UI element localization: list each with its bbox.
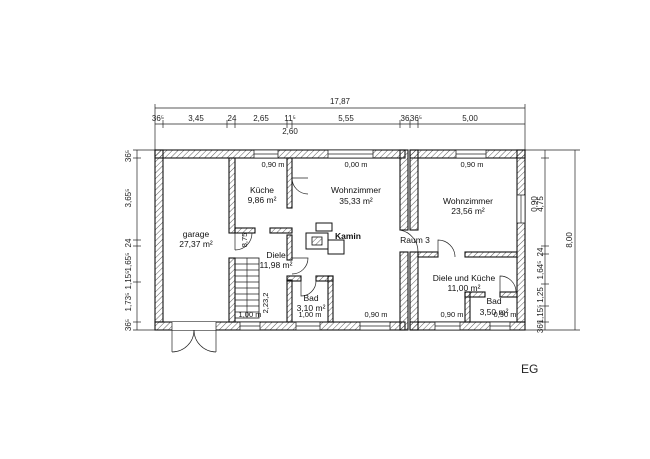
bad1-area: 3,10 m² — [297, 303, 326, 313]
kueche-area: 9,86 m² — [248, 195, 277, 205]
left-dim-4: 1,65⁵ — [124, 253, 133, 272]
stairs — [234, 257, 260, 319]
right-window-dim: 0,90 — [530, 196, 539, 212]
dim-seg-3: 24 — [228, 114, 237, 123]
floor-label: EG — [521, 362, 538, 376]
dim-sub: 2,60 — [282, 127, 298, 136]
bottom-right-label-1: 0,90 m — [441, 310, 464, 319]
dim-seg-9: 5,00 — [462, 114, 478, 123]
garage-door — [171, 322, 217, 353]
right-dim-2: 24 — [536, 247, 545, 256]
opening-labels: 0,90 m 0,00 m 0,90 m 1,00 m 1,00 m 0,90 … — [239, 160, 517, 319]
diele-area: 11,98 m² — [260, 260, 293, 270]
top-dimension-chain: 17,87 36⁵ 3,45 24 2,65 11⁵ 5,55 36 36⁵ 5… — [152, 97, 526, 150]
dim-seg-8: 36⁵ — [410, 114, 422, 123]
left-dim-5: 1,15⁵ — [124, 271, 133, 290]
dim-seg-7: 36 — [401, 114, 410, 123]
bottom-left-label-2: 1,00 m — [299, 310, 322, 319]
diele-kueche-area: 11,00 m² — [448, 283, 481, 293]
left-dim-7: 36⁵ — [124, 319, 133, 331]
raum3-name: Raum 3 — [400, 235, 430, 245]
bad1-name: Bad — [303, 293, 318, 303]
dim-seg-4: 2,65 — [253, 114, 269, 123]
kueche-name: Küche — [250, 185, 274, 195]
dim-seg-2: 3,45 — [188, 114, 204, 123]
doors — [234, 177, 517, 297]
wohnzimmer2-area: 23,56 m² — [451, 206, 485, 216]
wohnzimmer1-area: 35,33 m² — [339, 196, 373, 206]
right-dim-6: 36⁵ — [536, 321, 545, 333]
left-dim-2: 3,65⁵ — [124, 189, 133, 208]
right-dim-3: 1,64⁵ — [536, 261, 545, 280]
left-dimension-chain: 36⁵ 3,65⁵ 24 1,65⁵ 1,15⁵ 1,73⁵ 36⁵ — [124, 149, 155, 331]
left-dim-1: 36⁵ — [124, 150, 133, 162]
garage-name: garage — [183, 229, 210, 239]
bottom-mid-label: 0,90 m — [365, 310, 388, 319]
dim-seg-5: 11⁵ — [284, 114, 296, 123]
diele-kueche-name: Diele und Küche — [433, 273, 496, 283]
stair-dim-label: 8,75 — [240, 233, 249, 248]
wohnzimmer1-name: Wohnzimmer — [331, 185, 381, 195]
wohn2-window-label: 0,90 m — [461, 160, 484, 169]
kamin-label: Kamin — [335, 231, 361, 241]
room-labels: garage 27,37 m² Küche 9,86 m² Wohnzimmer… — [179, 185, 508, 317]
dim-seg-1: 36⁵ — [152, 114, 164, 123]
right-dim-4: 1,25 — [536, 287, 545, 303]
right-dim-1: 4,75 — [536, 196, 545, 212]
right-dimension-chain: 8,00 4,75 24 1,64⁵ 1,25 1,15⁵ 36⁵ 0,90 — [525, 149, 580, 333]
bad2-name: Bad — [486, 296, 501, 306]
right-dim-5: 1,15⁵ — [536, 305, 545, 324]
bad2-area: 3,50 m² — [480, 307, 509, 317]
right-total-dim: 8,00 — [565, 232, 574, 248]
bottom-right-label-2: 0,90 m — [494, 310, 517, 319]
wohnzimmer2-name: Wohnzimmer — [443, 196, 493, 206]
total-width-label: 17,87 — [330, 97, 351, 106]
windows — [239, 149, 526, 331]
fireplace — [305, 222, 345, 255]
interior-walls — [228, 157, 518, 323]
diele-name: Diele — [266, 250, 286, 260]
dim-seg-6: 5,55 — [338, 114, 354, 123]
stair-dim-label-2: 2,23,2 — [261, 293, 270, 314]
wohn1-window-label: 0,00 m — [345, 160, 368, 169]
garage-area: 27,37 m² — [179, 239, 213, 249]
left-dim-3: 24 — [124, 238, 133, 247]
bottom-left-label-1: 1,00 m — [239, 310, 262, 319]
kueche-window-label: 0,90 m — [262, 160, 285, 169]
left-dim-6: 1,73⁵ — [124, 293, 133, 312]
